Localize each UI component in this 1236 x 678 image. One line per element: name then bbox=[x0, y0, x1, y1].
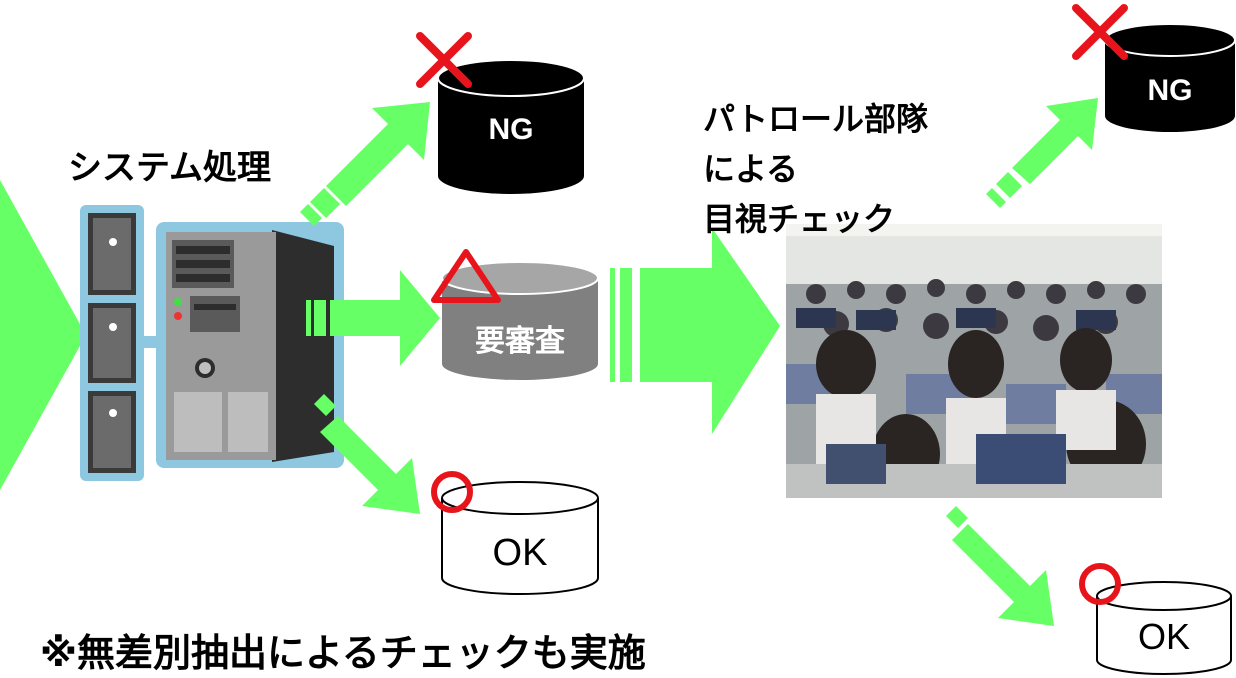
ng-right-label: NG bbox=[1147, 74, 1193, 107]
patrol-team-label: パトロール部隊 による 目視チェック bbox=[703, 94, 928, 244]
footnote: ※無差別抽出によるチェックも実施 bbox=[40, 631, 646, 675]
arrow-to-ng bbox=[300, 102, 430, 226]
patrol-label-line-1: パトロール部隊 bbox=[703, 100, 928, 138]
triangle-mark-icon bbox=[431, 249, 501, 303]
database-ng-top bbox=[437, 59, 585, 194]
patrol-label-line-2: による bbox=[703, 150, 799, 188]
ok-bottom-label: OK bbox=[492, 532, 548, 574]
arrow-to-review bbox=[306, 270, 440, 366]
cross-mark-icon bbox=[416, 32, 472, 88]
patrol-label-line-3: 目視チェック bbox=[703, 200, 896, 238]
cross-mark-icon bbox=[1072, 4, 1128, 60]
ok-right-label: OK bbox=[1137, 616, 1190, 657]
ng-top-label: NG bbox=[488, 113, 534, 146]
incoming-arrow bbox=[0, 180, 86, 490]
database-review bbox=[441, 261, 599, 380]
arrow-to-patrol bbox=[610, 228, 780, 434]
server-icon bbox=[80, 205, 344, 481]
patrol-team-photo bbox=[786, 224, 1162, 498]
review-label: 要審査 bbox=[475, 324, 565, 359]
arrow-patrol-to-ok bbox=[946, 506, 1054, 626]
circle-mark-icon bbox=[431, 471, 473, 513]
system-processing-label: システム処理 bbox=[68, 148, 271, 188]
arrow-to-ok bbox=[314, 394, 420, 514]
database-ng-right bbox=[1104, 23, 1236, 132]
circle-mark-icon bbox=[1079, 563, 1121, 605]
arrow-patrol-to-ng bbox=[986, 98, 1098, 208]
database-ok-right bbox=[1096, 581, 1232, 675]
database-ok-bottom bbox=[441, 481, 599, 595]
